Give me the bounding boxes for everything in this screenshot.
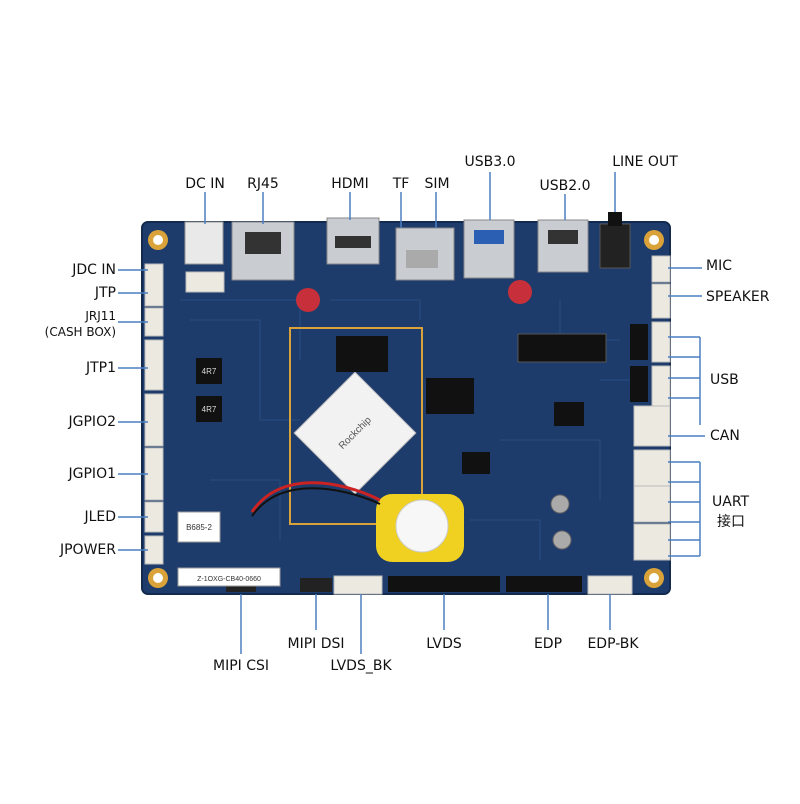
label-tf: TF <box>392 176 410 192</box>
label-lvds: LVDS <box>426 636 462 652</box>
label-jdc-in: JDC IN <box>72 262 116 278</box>
right-pin-headers <box>630 324 648 402</box>
label-line-out: LINE OUT <box>612 154 678 170</box>
label-jled: JLED <box>84 509 116 525</box>
label-speaker: SPEAKER <box>706 289 770 305</box>
right-headers <box>633 255 671 561</box>
label-jgpio2: JGPIO2 <box>68 414 116 430</box>
emmc-chip <box>426 378 474 414</box>
screw <box>550 494 570 514</box>
label-uart: UART <box>712 494 750 510</box>
label-edp: EDP <box>533 636 563 652</box>
leader-lines <box>118 172 705 654</box>
label-uart-cn: 接口 <box>717 514 745 530</box>
label-jrj11: JRJ11 <box>85 309 116 323</box>
capacitor <box>508 280 532 304</box>
dc-in-jack <box>184 221 224 265</box>
soc-chip-icon <box>293 371 417 495</box>
label-usb20: USB2.0 <box>539 178 591 194</box>
label-hdmi: HDMI <box>331 176 369 192</box>
mounting-holes <box>148 230 664 588</box>
label-edp-bk: EDP-BK <box>587 636 639 652</box>
inductor-text-2: 4R7 <box>202 405 217 414</box>
left-headers <box>144 263 225 565</box>
label-mipi-csi: MIPI CSI <box>212 658 270 674</box>
serial-text: Z-1OXG-CB40-0660 <box>197 576 261 583</box>
inductor <box>196 358 222 384</box>
capacitor-2 <box>296 288 320 312</box>
battery-wire <box>250 481 381 513</box>
processor-frame <box>289 327 423 525</box>
label-dc-in: DC IN <box>185 176 225 192</box>
coin-battery-icon <box>395 499 449 553</box>
audio-jack-icon <box>599 223 631 269</box>
label-usb: USB <box>710 372 739 388</box>
inductor-text: 4R7 <box>202 367 217 376</box>
label-jtp1: JTP1 <box>85 360 116 376</box>
label-rj45: RJ45 <box>247 176 279 192</box>
label-sim: SIM <box>424 176 450 192</box>
inductor-2 <box>196 396 222 422</box>
label-jgpio1: JGPIO1 <box>68 466 116 482</box>
ram-chip <box>336 336 388 372</box>
label-cash-box: (CASH BOX) <box>44 325 116 339</box>
serial-sticker <box>177 567 281 587</box>
usb2-port <box>537 219 589 273</box>
label-can: CAN <box>710 428 740 444</box>
label-lvds-bk: LVDS_BK <box>330 658 392 674</box>
usb-port-icon <box>463 219 515 279</box>
label-mic: MIC <box>706 258 732 274</box>
label-jpower: JPOWER <box>59 542 116 558</box>
module-code-text: B685-2 <box>186 523 212 532</box>
screw-2 <box>552 530 572 550</box>
label-jtp: JTP <box>94 285 116 301</box>
label-sticker <box>177 511 221 543</box>
aux-chip <box>554 402 584 426</box>
aux-chip-2 <box>462 452 490 474</box>
label-usb30: USB3.0 <box>464 154 516 170</box>
label-mipi-dsi: MIPI DSI <box>287 636 345 652</box>
m2-slot <box>517 333 607 363</box>
